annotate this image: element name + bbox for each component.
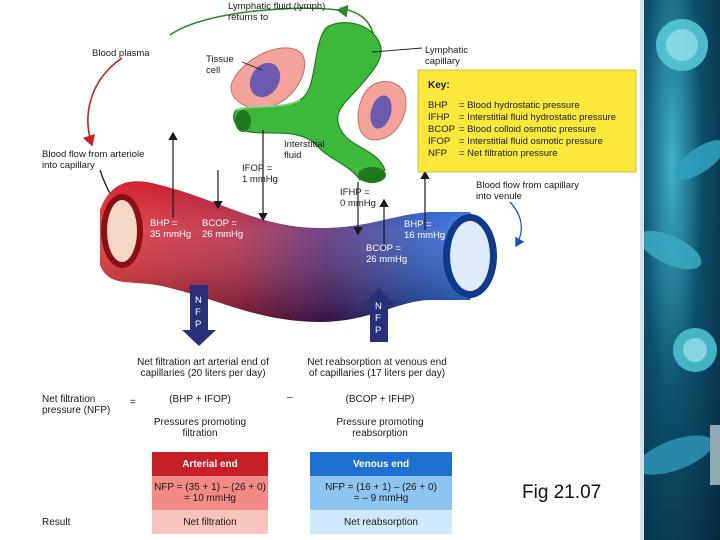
key-def-nfp: = Net filtration pressure [459,148,557,159]
capillary-vessel [100,181,497,322]
lymphatic-capillary-label-1: Lymphatic [425,45,468,56]
filtration-expr: (BHP + IFOP) [169,394,231,405]
panel-edge [640,0,644,540]
tissue-cell-leader [241,61,263,71]
tissue-cell-label-1: Tissue [206,54,234,65]
arterial-calc-2: = 10 mmHg [184,493,236,504]
bcop-ven-label-2: 26 mmHg [366,254,407,265]
nfp-art-letter-n: N [195,295,202,306]
key-def-ifhp: = Interstitial fluid hydrostatic pressur… [459,112,616,123]
promoting-reabsorption-1: Pressure promoting [336,417,424,428]
key-def-bcop: = Blood colloid osmotic pressure [459,124,596,135]
bcop-art-label-1: BCOP = [202,218,237,229]
lymph-returns-label-2: returns to [228,12,268,23]
arterial-calc-1: NFP = (35 + 1) – (26 + 0) [154,482,266,493]
arterial-end-header: Arterial end [152,452,268,476]
interstitial-fluid-label-1: Interstitial [284,139,325,150]
promoting-filtration-1: Pressures promoting [153,417,247,428]
nfp-art-letter-f: F [195,307,201,318]
tissue-cell-left [230,47,306,109]
key-abbr-bhp: BHP [428,100,448,111]
arteriole-flow-label-1: Blood flow from arteriole [42,149,144,160]
bhp-ven-label-1: BHP = [404,219,432,230]
plasma-arrow-icon [82,57,123,147]
bhp-ven-label-2: 16 mmHg [404,230,445,241]
equals-sign: = [130,397,136,408]
venous-end-calc: NFP = (16 + 1) – (26 + 0) = – 9 mmHg [310,476,452,510]
key-box [417,69,637,173]
result-label: Result [42,517,71,528]
venous-end-header: Venous end [310,452,452,476]
nfp-arrow-venous-icon [362,288,396,342]
arterial-end-calc: NFP = (35 + 1) – (26 + 0) = 10 mmHg [152,476,268,510]
nfp-label: Net filtration pressure (NFP) [42,394,132,416]
lymphatic-capillary [233,22,386,183]
promoting-reabsorption-2: reabsorption [352,428,408,439]
ifhp-label-2: 0 mmHg [340,198,376,209]
venous-calc-2: = – 9 mmHg [353,493,409,504]
minus-sign: – [287,392,293,403]
venous-caption-2: of capillaries (17 liters per day) [308,368,446,379]
nfp-ven-letter-f: F [375,313,381,324]
key-abbr-ifhp: IFHP [428,112,450,123]
bacteria-photo-icon [640,19,720,485]
interstitial-fluid-label-2: fluid [284,150,301,161]
reabsorption-expr: (BCOP + IFHP) [345,394,415,405]
nfp-art-letter-p: P [195,319,201,330]
key-def-ifop: = Interstitial fluid osmotic pressure [459,136,603,147]
figure-label: Fig 21.07 [522,482,602,503]
venous-caption-1: Net reabsorption at venous end [307,357,447,368]
capillary-exchange-diagram: Key: BHP = Blood hydrostatic pressure IF… [42,1,637,346]
key-def-bhp: = Blood hydrostatic pressure [459,100,580,111]
nfp-arrow-arterial-icon [182,285,216,346]
lymphatic-capillary-label-2: capillary [425,56,460,67]
bcop-ven-label-1: BCOP = [366,243,401,254]
ifop-label-2: 1 mmHg [242,174,278,185]
blood-plasma-label: Blood plasma [92,48,150,59]
key-abbr-bcop: BCOP [428,124,455,135]
key-title: Key: [428,80,450,91]
bacteria-photo-panel [640,0,720,540]
arteriole-flow-label-2: into capillary [42,160,95,171]
nfp-label-1: Net filtration [42,394,96,405]
venous-end-result: Net reabsorption [310,510,452,534]
key-abbr-ifop: IFOP [428,136,450,147]
lymph-returns-label-1: Lymphatic fluid (lymph) [228,1,325,12]
tissue-cell-right [357,81,407,141]
venule-flow-arrow-icon [509,201,525,248]
promoting-filtration-2: filtration [182,428,218,439]
lymph-capillary-leader [371,47,423,53]
pressures-promoting-filtration: Pressures promoting filtration [135,417,265,439]
key-abbr-nfp: NFP [428,148,447,159]
pressure-promoting-reabsorption: Pressure promoting reabsorption [315,417,445,439]
bcop-art-label-2: 26 mmHg [202,229,243,240]
arterial-caption-2: capillaries (20 liters per day) [140,368,266,379]
arterial-caption: Net filtration art arterial end of capil… [128,357,278,379]
key-list: BHP = Blood hydrostatic pressure IFHP = … [428,100,616,159]
nfp-ven-letter-n: N [375,301,382,312]
venous-calc-1: NFP = (16 + 1) – (26 + 0) [325,482,437,493]
nfp-label-2: pressure (NFP) [42,405,111,416]
ifop-label-1: IFOP = [242,163,273,174]
nfp-ven-letter-p: P [375,325,381,336]
venous-caption: Net reabsorption at venous end of capill… [302,357,452,379]
arterial-end-result: Net filtration [152,510,268,534]
arterial-caption-1: Net filtration art arterial end of [137,357,269,368]
bhp-art-label-1: BHP = [150,218,178,229]
venule-flow-label-2: into venule [476,191,522,202]
lymph-return-arrow-icon [169,4,349,36]
venule-flow-label-1: Blood flow from capillary [476,180,579,191]
ifhp-label-1: IFHP = [340,187,370,198]
tissue-cell-label-2: cell [206,65,220,76]
bhp-art-label-2: 35 mmHg [150,229,191,240]
